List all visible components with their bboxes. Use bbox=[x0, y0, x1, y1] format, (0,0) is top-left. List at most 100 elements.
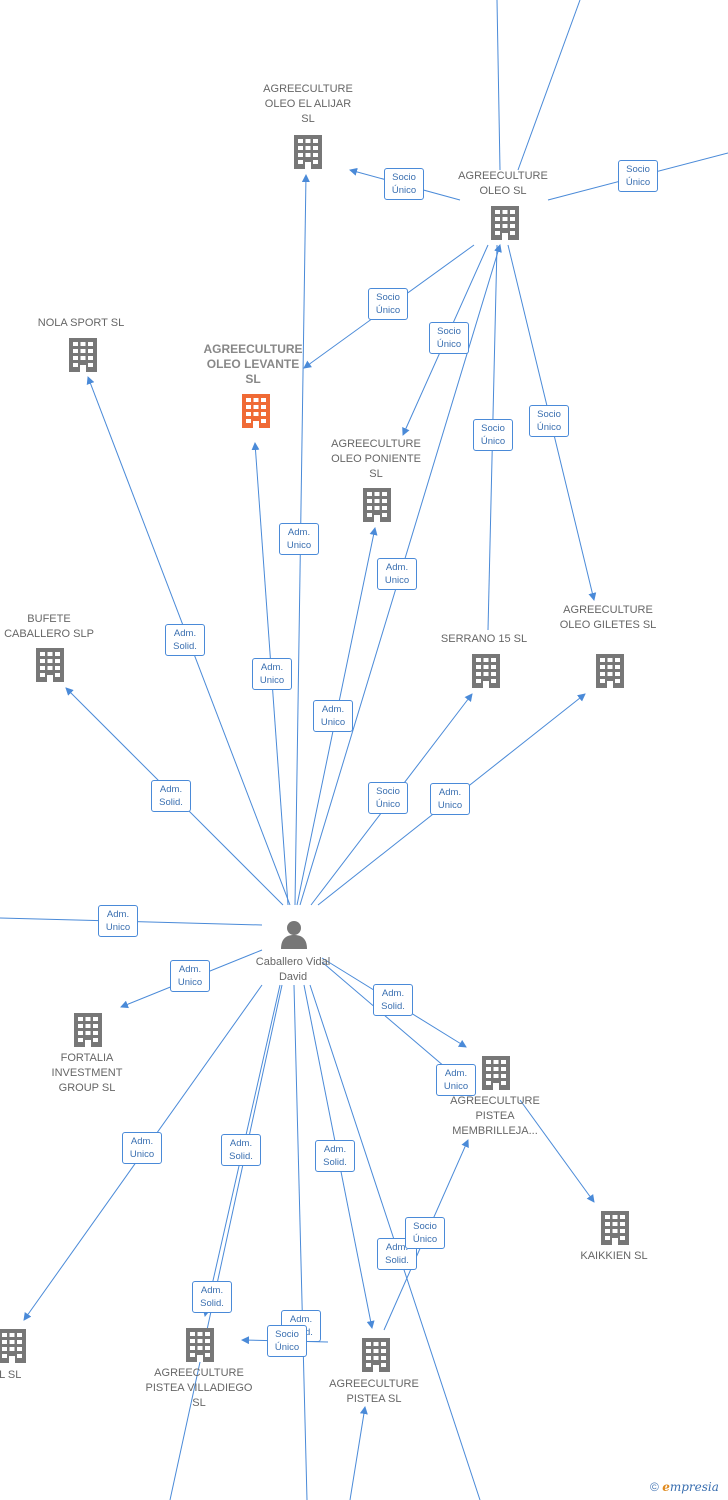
badge-line2: Solid. bbox=[323, 1157, 347, 1168]
node-oleo-levante[interactable]: AGREECULTURE OLEO LEVANTE SL bbox=[198, 342, 308, 387]
building-icon bbox=[472, 654, 500, 688]
building-icon bbox=[601, 1211, 629, 1245]
node-serrano-15[interactable]: SERRANO 15 SL bbox=[419, 632, 549, 647]
node-pistea-villadiego[interactable]: AGREECULTURE PISTEA VILLADIEGO SL bbox=[144, 1366, 254, 1411]
edge-badge[interactable]: Adm. Unico bbox=[377, 558, 417, 590]
edge-badge[interactable]: Adm.Solid. bbox=[192, 1281, 232, 1313]
building-icon bbox=[363, 488, 391, 522]
node-label: AGREECULTURE PISTEA VILLADIEGO SL bbox=[145, 1367, 253, 1409]
edge-badge[interactable]: Adm.Unico bbox=[279, 523, 319, 555]
badge-line1: Adm. bbox=[178, 964, 202, 975]
edge-badge[interactable]: Adm.Unico bbox=[98, 905, 138, 937]
edge-badge[interactable]: Adm.Solid. bbox=[165, 624, 205, 656]
node-fortalia[interactable]: FORTALIA INVESTMENT GROUP SL bbox=[42, 1051, 132, 1096]
edge-badge[interactable]: Adm. Unico bbox=[430, 783, 470, 815]
badge-line2: Unico bbox=[259, 675, 285, 686]
badge-line1: Adm. bbox=[260, 662, 284, 673]
node-oleo[interactable]: AGREECULTURE OLEO SL bbox=[453, 169, 553, 199]
badge-line1: Adm. bbox=[173, 628, 197, 639]
badge-line1: Adm. bbox=[385, 562, 409, 573]
badge-line1: Adm. bbox=[323, 1144, 347, 1155]
edge-line bbox=[519, 1099, 595, 1203]
building-icon bbox=[36, 648, 64, 682]
badge-line1: Adm. bbox=[130, 1136, 154, 1147]
edge-badge[interactable]: Adm. Unico bbox=[252, 658, 292, 690]
badge-line1: Socio bbox=[376, 786, 400, 797]
node-label: AGREECULTURE OLEO PONIENTE SL bbox=[331, 438, 421, 480]
node-pistea-membrilleja[interactable]: AGREECULTURE PISTEA MEMBRILLEJA... bbox=[440, 1094, 550, 1139]
badge-line2: Unico bbox=[384, 575, 410, 586]
badge-line1: Adm. bbox=[200, 1285, 224, 1296]
badge-line1: Adm. bbox=[287, 527, 311, 538]
node-kaikkien[interactable]: KAIKKIEN SL bbox=[549, 1249, 679, 1264]
building-icon bbox=[491, 206, 519, 240]
node-label: BUFETE CABALLERO SLP bbox=[4, 613, 94, 640]
edge-badge[interactable]: Adm. Solid. bbox=[377, 1238, 417, 1270]
edge-badge[interactable]: Adm. Unico bbox=[122, 1132, 162, 1164]
footer-brand[interactable]: © empresia bbox=[650, 1480, 719, 1494]
badge-line2: Único bbox=[274, 1342, 300, 1353]
edge-badge[interactable]: Adm.Solid. bbox=[373, 984, 413, 1016]
brand-rest: mpresia bbox=[669, 1480, 719, 1494]
badge-line2: Único bbox=[412, 1234, 438, 1245]
badge-line2: Único bbox=[375, 799, 401, 810]
badge-line2: Unico bbox=[443, 1081, 469, 1092]
node-pistea[interactable]: AGREECULTURE PISTEA SL bbox=[324, 1377, 424, 1407]
node-nola-sport[interactable]: NOLA SPORT SL bbox=[16, 316, 146, 331]
badge-line2: Solid. bbox=[159, 797, 183, 808]
badge-line1: Socio bbox=[537, 409, 561, 420]
badge-line1: Socio bbox=[392, 172, 416, 183]
badge-line2: Único bbox=[536, 422, 562, 433]
node-person-caballero[interactable]: Caballero Vidal David bbox=[255, 955, 331, 985]
edge-badge[interactable]: Adm.Unico bbox=[313, 700, 353, 732]
node-oleo-giletes[interactable]: AGREECULTURE OLEO GILETES SL bbox=[558, 603, 658, 633]
badge-line1: Adm. bbox=[385, 1242, 409, 1253]
edge-badge[interactable]: Adm. Unico bbox=[436, 1064, 476, 1096]
node-am-oil[interactable]: AM OIL SL bbox=[0, 1368, 40, 1383]
edge-line bbox=[496, 0, 501, 171]
node-label: SERRANO 15 SL bbox=[440, 633, 528, 645]
badge-line1: Adm. bbox=[229, 1138, 253, 1149]
badge-line1: Adm. bbox=[444, 1068, 468, 1079]
node-oleo-el-alijar[interactable]: AGREECULTURE OLEO EL ALIJAR SL bbox=[258, 82, 358, 127]
brand-initial: e bbox=[662, 1480, 670, 1494]
building-icon bbox=[0, 1329, 26, 1363]
edge-badge[interactable]: Adm. Solid. bbox=[315, 1140, 355, 1172]
badge-line1: Socio bbox=[413, 1221, 437, 1232]
badge-line1: Socio bbox=[481, 423, 505, 434]
badge-line1: Socio bbox=[376, 292, 400, 303]
node-label: NOLA SPORT SL bbox=[37, 317, 125, 329]
building-icon bbox=[186, 1328, 214, 1362]
building-icon bbox=[294, 135, 322, 169]
badge-line1: Socio bbox=[626, 164, 650, 175]
edge-line bbox=[517, 0, 581, 171]
node-label: FORTALIA INVESTMENT GROUP SL bbox=[51, 1052, 123, 1094]
building-icon bbox=[482, 1056, 510, 1090]
edge-badge[interactable]: Adm.Solid. bbox=[151, 780, 191, 812]
badge-line2: Unico bbox=[437, 800, 463, 811]
badge-line2: Unico bbox=[129, 1149, 155, 1160]
building-icon bbox=[74, 1013, 102, 1047]
edge-badge[interactable]: Adm.Unico bbox=[170, 960, 210, 992]
building-icon bbox=[596, 654, 624, 688]
edge-line bbox=[321, 961, 453, 1074]
edge-line bbox=[349, 1406, 368, 1500]
node-bufete-caballero[interactable]: BUFETE CABALLERO SLP bbox=[0, 612, 99, 642]
badge-line2: Único bbox=[480, 436, 506, 447]
badge-line1: Adm. bbox=[438, 787, 462, 798]
node-label: AGREECULTURE OLEO LEVANTE SL bbox=[203, 342, 303, 386]
edge-badge[interactable]: Adm.Solid. bbox=[221, 1134, 261, 1166]
building-icon bbox=[362, 1338, 390, 1372]
badge-line2: Solid. bbox=[385, 1255, 409, 1266]
node-oleo-poniente[interactable]: AGREECULTURE OLEO PONIENTE SL bbox=[326, 437, 426, 482]
brand-logo: empresia bbox=[662, 1480, 719, 1494]
